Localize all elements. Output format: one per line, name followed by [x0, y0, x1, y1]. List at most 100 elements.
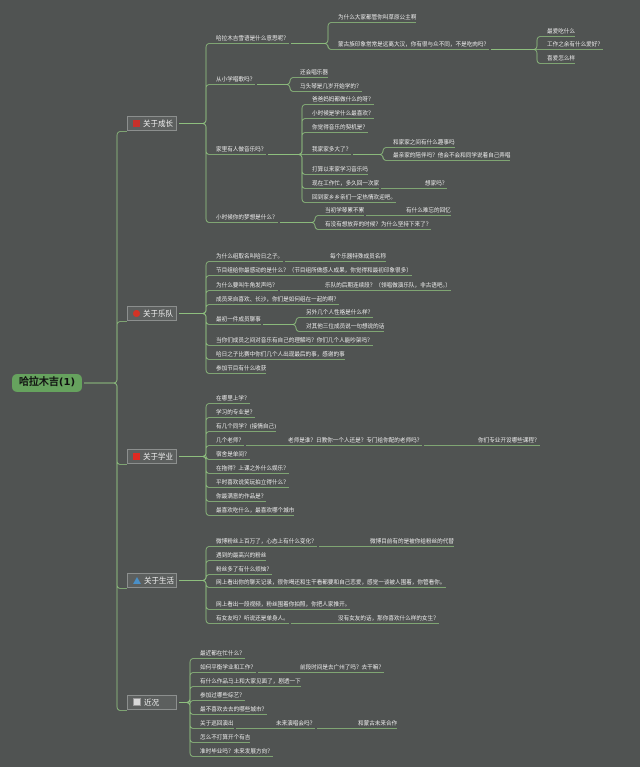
topic-node[interactable]: 对其他三位成员说一句想说的话	[306, 324, 385, 330]
topic-node[interactable]: 有没有想放弃的时候？为什么坚持下来了？	[325, 222, 432, 228]
book-icon	[133, 120, 140, 127]
topic-node[interactable]: 最爱吃什么	[547, 29, 575, 35]
topic-node[interactable]: 我家家多大了？	[312, 147, 352, 153]
topic-node[interactable]: 家里有人做音乐吗？	[216, 147, 267, 153]
connector	[179, 672, 200, 703]
connector	[291, 22, 338, 44]
topic-node[interactable]: 当初学琴累不累	[325, 208, 365, 214]
topic-node[interactable]: 小时候是学什么最喜欢？	[312, 111, 374, 117]
topic-node[interactable]: 遇到的最高兴的粉丝	[216, 553, 267, 559]
topic-node[interactable]: 爸爸妈妈都做什么的呀？	[312, 97, 374, 103]
topic-node[interactable]: 为什么组取名叫哈日之子。	[216, 254, 284, 260]
topic-node[interactable]: 未来演唱会吗？	[276, 721, 316, 727]
topic-node[interactable]: 有什么难忘的回忆	[406, 208, 451, 214]
connector	[179, 43, 216, 124]
topic-node[interactable]: 你最满意的作品是？	[216, 494, 267, 500]
topic-node[interactable]: 乐队的后期连续段？（领唱做演乐队，非古语吧。）	[325, 283, 451, 289]
topic-node[interactable]: 怎么不打算开个有吉	[200, 735, 251, 741]
topic-node[interactable]: 宿舍是单间？	[216, 452, 250, 458]
topic-node[interactable]: 成员来自喜欢、长沙，你们是如何组在一起的啊？	[216, 297, 340, 303]
topic-node[interactable]: 最初一件成员聊事	[216, 317, 261, 323]
topic-node[interactable]: 没有女友的话，那你喜欢什么样的女生？	[338, 616, 439, 622]
connector	[353, 154, 393, 161]
connector	[84, 321, 127, 384]
topic-node[interactable]: 想家吗？	[425, 181, 448, 187]
topic-node[interactable]: 回到家乡乡亲们一定热情欢迎吧。	[312, 195, 396, 201]
topic-node[interactable]: 关于巡回演出	[200, 721, 234, 727]
topic-node[interactable]: 还会唱乐器	[300, 70, 328, 76]
connector	[353, 147, 393, 155]
branch-life[interactable]: 关于生活	[127, 573, 177, 588]
connector	[179, 456, 216, 474]
topic-node[interactable]: 微博目前有的是被你给粉丝的代替	[370, 539, 454, 545]
topic-node[interactable]: 现在工作忙，多久回一次家	[312, 181, 380, 187]
topic-node[interactable]: 参加过哪些综艺？	[200, 693, 245, 699]
topic-node[interactable]: 前段时间是去广州了吗？去干嘛？	[300, 665, 384, 671]
topic-node[interactable]: 喜爱怎么样	[547, 56, 575, 62]
connector	[268, 118, 312, 155]
topic-node[interactable]: 网上看出你的聊天记录，很你喝还和生干看都要和自己恋爱，感觉一谈被人围着，你管看你…	[216, 580, 446, 586]
connector	[179, 123, 216, 155]
topic-node[interactable]: 平时喜欢说笑玩拍立得什么？	[216, 480, 289, 486]
topic-node[interactable]: 小时候你的梦想是什么？	[216, 215, 278, 221]
connector	[280, 222, 325, 230]
connector	[179, 702, 200, 729]
topic-node[interactable]: 参加节目有什么收获	[216, 366, 267, 372]
topic-node[interactable]: 和家家之间有什么趣事吗	[393, 140, 455, 146]
topic-node[interactable]: 粉丝多了有什么烦恼？	[216, 567, 272, 573]
topic-node[interactable]: 在哪里上学？	[216, 396, 250, 402]
topic-node[interactable]: 节目组给你最感动的是什么？（节目组所做感人成果，你觉得和最初印象很多）	[216, 268, 412, 274]
topic-node[interactable]: 最近都在忙什么？	[200, 651, 245, 657]
topic-node[interactable]: 有几个同学？(接情自己)	[216, 424, 277, 430]
topic-node[interactable]: 工作之余有什么爱好？	[547, 42, 603, 48]
root-node[interactable]: 哈拉木吉(1)	[12, 374, 82, 392]
topic-node[interactable]: 最喜欢吃什么，最喜欢哪个城市	[216, 508, 295, 514]
topic-node[interactable]: 老师是谁？日教你一个人还是？专门给你配的老师吗？	[288, 438, 423, 444]
branch-band[interactable]: 关于乐队	[127, 306, 177, 321]
topic-node[interactable]: 从小学唱歌吗？	[216, 77, 256, 83]
branch-recent[interactable]: 近况	[127, 695, 177, 710]
topic-node[interactable]: 你觉得音乐的契机是？	[312, 125, 368, 131]
branch-growth[interactable]: 关于成长	[127, 116, 177, 131]
topic-node[interactable]: 你们专业开设哪些课程？	[478, 438, 540, 444]
connector	[179, 698, 200, 705]
connector	[179, 275, 216, 314]
topic-node[interactable]: 微博粉丝上百万了，心态上有什么变化？	[216, 539, 317, 545]
branch-label: 关于生活	[144, 576, 174, 585]
connector	[179, 456, 216, 488]
topic-node[interactable]: 哈拉木吉雪语是什么意思呢？	[216, 36, 289, 42]
connector	[179, 261, 216, 314]
topic-node[interactable]: 学习的专业是？	[216, 410, 256, 416]
topic-node[interactable]: 另外几个人性格是什么样？	[306, 310, 374, 316]
connector	[179, 546, 216, 581]
topic-node[interactable]: 网上看出一段视频，粉丝围着你拍照，你把人家推开。	[216, 602, 351, 608]
topic-node[interactable]: 准时毕业吗？未来发展方向？	[200, 749, 273, 755]
topic-node[interactable]: 有什么作品马上和大家见面了，剧透一下	[200, 679, 301, 685]
connector	[179, 290, 216, 314]
connector	[268, 132, 312, 155]
topic-node[interactable]: 蒙古族印象常常是远离大汉，你有很与众不同，不是吃肉吗？	[338, 42, 490, 48]
topic-node[interactable]: 和蒙古未来合作	[358, 721, 398, 727]
topic-node[interactable]: 在拖得？上课之外什么娱乐？	[216, 466, 289, 472]
connector	[179, 456, 216, 502]
connector	[268, 104, 312, 155]
connector	[179, 702, 200, 757]
topic-node[interactable]: 为什么大家都管你叫草原公主啊	[338, 15, 417, 21]
topic-node[interactable]: 哈日之子比赛中你们几个人出现最后的事，感谢的事	[216, 352, 345, 358]
topic-node[interactable]: 如何平衡学业和工作？	[200, 665, 256, 671]
topic-node[interactable]: 几个老师？	[216, 438, 244, 444]
connector	[257, 77, 300, 85]
topic-node[interactable]: 马头琴是几岁开始学的？	[300, 84, 362, 90]
topic-node[interactable]: 有女友吗？听说还是单身人。	[216, 616, 289, 622]
connector	[179, 560, 216, 581]
topic-node[interactable]: 为什么要叫牛角发声吗？	[216, 283, 278, 289]
connector	[179, 431, 216, 457]
branch-study[interactable]: 关于学业	[127, 449, 177, 464]
topic-node[interactable]: 打算以来家学习音乐吗	[312, 167, 368, 173]
connector	[291, 43, 338, 50]
connector	[257, 84, 300, 92]
topic-node[interactable]: 当你们成员之间对音乐有自己的理解吗？你们几个人能吵架吗？	[216, 338, 373, 344]
topic-node[interactable]: 最亲家的陪伴吗？他会不会和同学说着自己弄唱	[393, 153, 511, 159]
topic-node[interactable]: 每个乐器特殊成员名称	[330, 254, 386, 260]
topic-node[interactable]: 最不喜欢去去的哪些城市？	[200, 707, 268, 713]
